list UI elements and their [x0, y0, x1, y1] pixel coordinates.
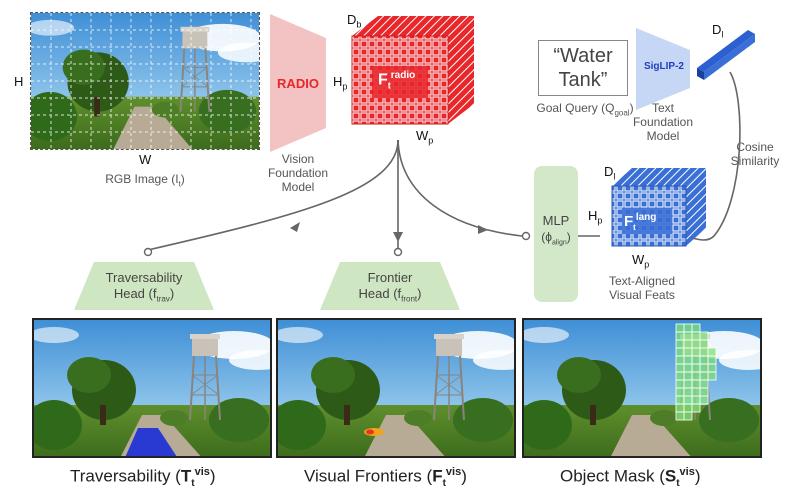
output-traversability-image [32, 318, 272, 458]
fradio-dim-d: Db [347, 12, 362, 30]
trav-head-label: Traversability Head (ftrav) [105, 270, 183, 304]
rgb-dim-h: H [14, 74, 24, 89]
output-caption-traversability: Traversability (Ttvis) [70, 466, 216, 490]
rgb-image [30, 12, 260, 150]
flang-dim-d: Dl [604, 164, 616, 182]
fradio-symbol: Ftradio [378, 70, 416, 91]
output-caption-frontiers: Visual Frontiers (Ftvis) [304, 466, 467, 490]
radio-label: RADIO [277, 76, 319, 91]
siglip-label: SigLIP-2 [643, 61, 684, 72]
rgb-dim-w: W [139, 152, 152, 167]
object-mask [675, 323, 717, 421]
traversability-mask [125, 428, 177, 456]
mlp-block [534, 166, 578, 302]
fradio-dim-w: Wp [416, 128, 434, 146]
fradio-dim-h: Hp [333, 74, 348, 92]
mlp-label: MLP (ϕalign) [541, 213, 571, 247]
flang-dim-h: Hp [588, 208, 603, 226]
front-head-label: Frontier Head (ffront) [358, 270, 422, 304]
output-object-mask-image [522, 318, 762, 458]
patch-grid [31, 13, 259, 149]
rgb-caption: RGB Image (It) [105, 172, 185, 189]
flang-dim-w: Wp [632, 252, 650, 270]
flang-symbol: Ftlang [624, 212, 657, 232]
output-frontier-image [276, 318, 516, 458]
output-caption-object-mask: Object Mask (Stvis) [560, 466, 701, 490]
goal-caption: Goal Query (Qgoal) [536, 101, 634, 118]
text-vec-dim: Dl [712, 22, 724, 40]
